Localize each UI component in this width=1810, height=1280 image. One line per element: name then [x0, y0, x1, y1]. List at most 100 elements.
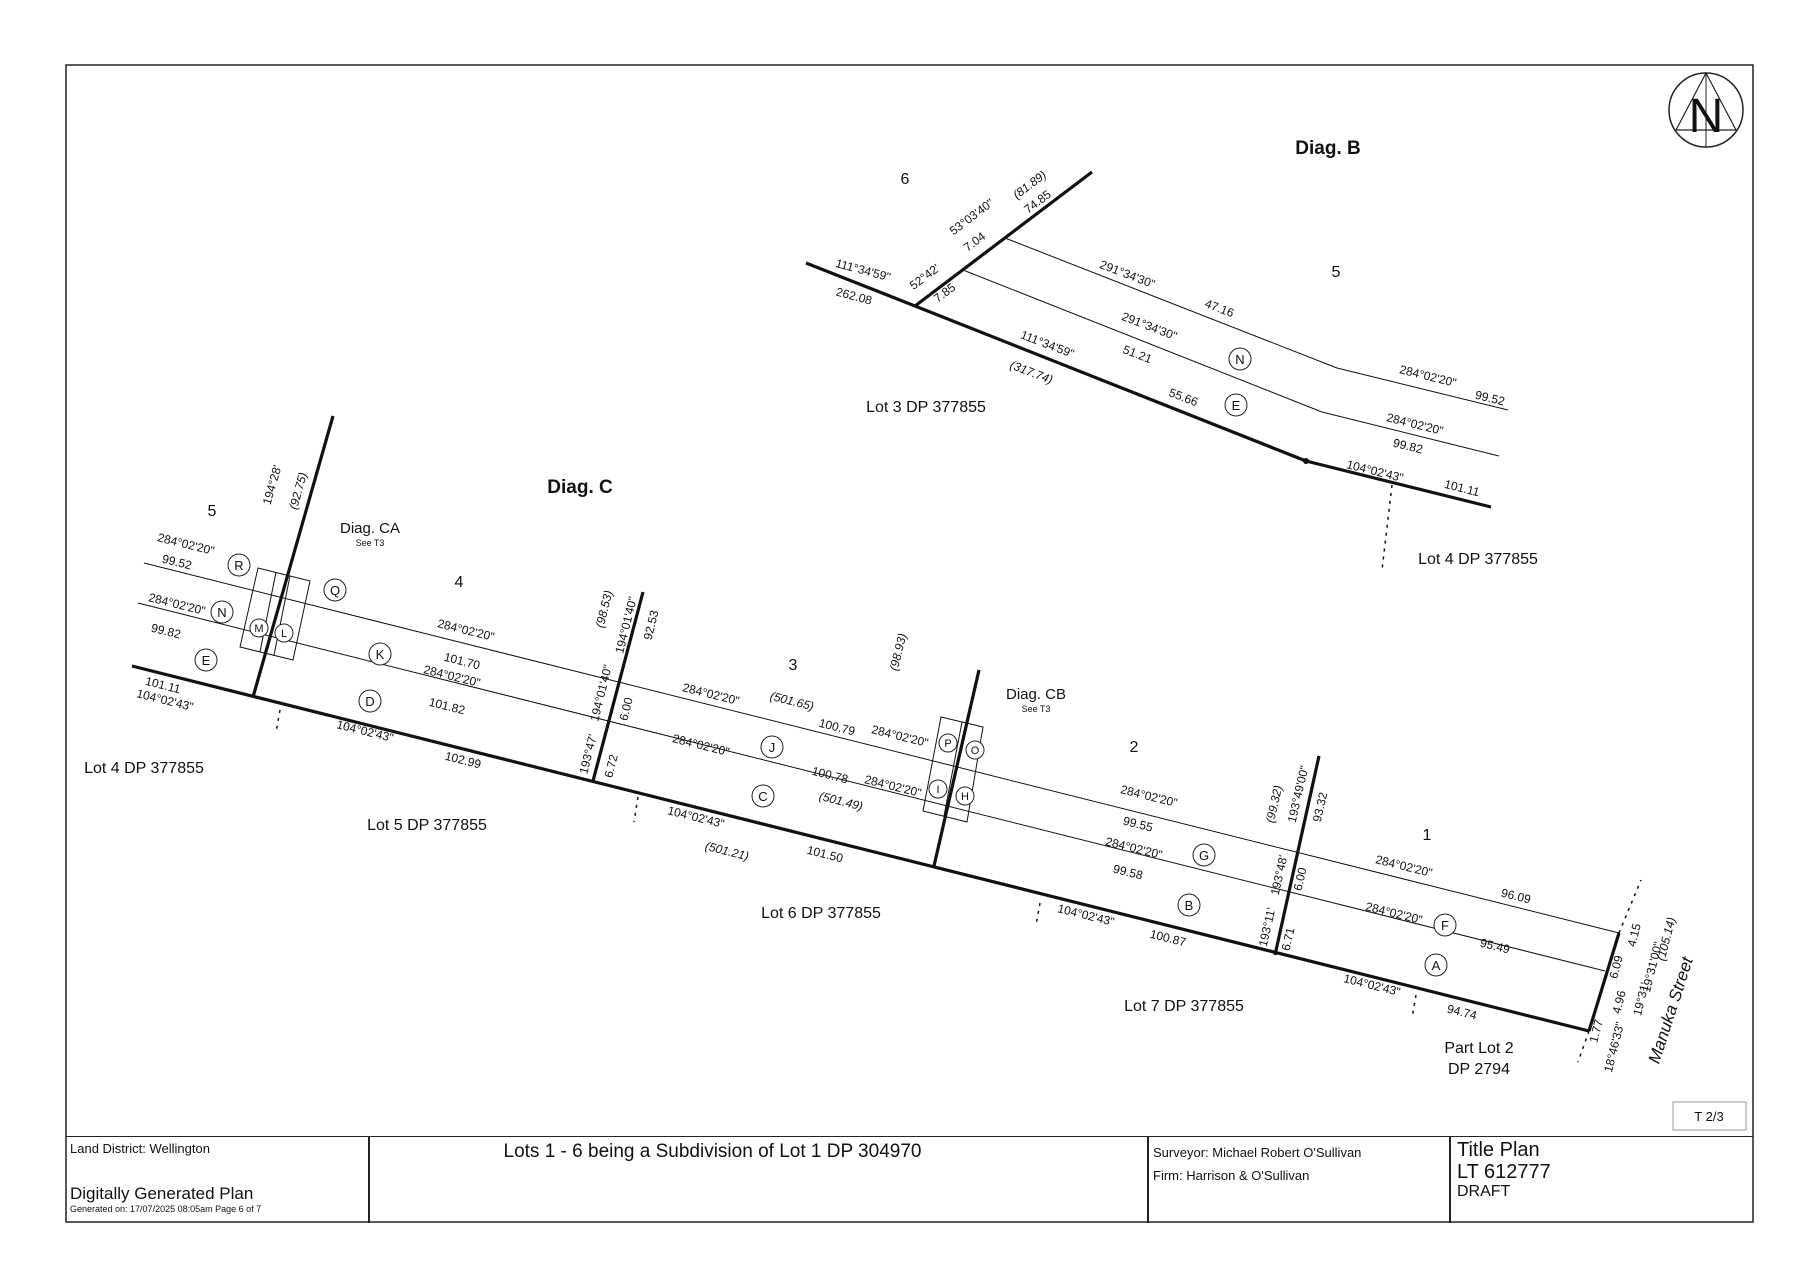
easement-marker-n: N	[210, 600, 234, 624]
svg-text:E: E	[202, 653, 211, 668]
diag-c-title: Diag. C	[547, 477, 613, 498]
distance-label: 95.49	[1479, 936, 1512, 957]
plan-number-cell: Title Plan LT 612777 DRAFT	[1457, 1139, 1747, 1221]
distance-label: (105.14)	[1654, 916, 1678, 963]
svg-text:R: R	[234, 558, 243, 573]
distance-label: (317.74)	[1008, 358, 1055, 387]
distance-label: (501.65)	[769, 689, 816, 713]
parcel-label: Part Lot 2	[1444, 1040, 1513, 1057]
generated-on: Generated on: 17/07/2025 08:05am Page 6 …	[70, 1204, 262, 1214]
easement-marker-c: C	[751, 784, 775, 808]
bearing-label: 111°34'59"	[1019, 328, 1077, 361]
distance-label: 94.74	[1446, 1002, 1479, 1023]
distance-label: 93.32	[1310, 791, 1330, 824]
plan-description: Lots 1 - 6 being a Subdivision of Lot 1 …	[503, 1141, 922, 1162]
diag-cb-note: See T3	[1022, 704, 1051, 714]
parcel-label: 5	[1332, 264, 1341, 281]
plan-labels: Diag. B Diag. C Diag. CA See T3 Diag. CB…	[84, 138, 1697, 1078]
bearing-label: 284°02'20"	[863, 772, 923, 800]
easement-marker-m: M	[249, 618, 269, 638]
svg-text:T 2/3: T 2/3	[1694, 1109, 1723, 1124]
distance-label: 7.85	[931, 280, 958, 305]
bearing-label: 111°34'59"	[834, 256, 892, 284]
plan-type: Title Plan	[1457, 1139, 1540, 1161]
distance-label: 99.55	[1122, 814, 1155, 835]
diag-ca-note: See T3	[356, 538, 385, 548]
title-block: Land District: Wellington Digitally Gene…	[66, 1136, 1753, 1223]
svg-text:O: O	[971, 745, 980, 757]
parcel-label: Lot 7 DP 377855	[1124, 998, 1244, 1015]
bearing-label: 104°02'43"	[335, 717, 395, 745]
distance-label: 6.71	[1279, 926, 1298, 952]
distance-label: 99.58	[1112, 862, 1145, 883]
svg-text:P: P	[944, 738, 951, 750]
bearing-label: 193°48'	[1268, 854, 1291, 897]
sheet-border	[65, 64, 1754, 1223]
svg-text:F: F	[1441, 918, 1449, 933]
parcel-label: 2	[1130, 739, 1139, 756]
distance-label: 101.50	[805, 843, 844, 866]
easement-marker-o: O	[965, 740, 985, 760]
svg-text:E: E	[1232, 398, 1241, 413]
bearing-label: 291°34'30"	[1120, 309, 1179, 343]
bearing-label: 19°31'	[1630, 981, 1652, 1017]
easement-marker-n: N	[1228, 347, 1252, 371]
easement-marker-e: E	[194, 648, 218, 672]
svg-text:K: K	[376, 647, 385, 662]
diag-cb-title: Diag. CB	[1006, 686, 1066, 703]
bearing-label: 284°02'20"	[1119, 782, 1179, 810]
svg-text:B: B	[1185, 898, 1194, 913]
bearing-label: 284°02'20"	[436, 616, 496, 644]
bearing-label: 284°02'20"	[147, 590, 207, 618]
easement-marker-k: K	[368, 642, 392, 666]
distance-label: 4.96	[1610, 989, 1629, 1015]
parcel-label: Lot 5 DP 377855	[367, 817, 487, 834]
parcel-label: 1	[1423, 827, 1432, 844]
svg-text:Q: Q	[330, 583, 340, 598]
distance-label: (99.32)	[1263, 784, 1285, 824]
surveyor-cell: Surveyor: Michael Robert O'Sullivan Firm…	[1153, 1145, 1445, 1223]
bearing-label: 284°02'20"	[1374, 852, 1434, 880]
svg-text:N: N	[217, 605, 226, 620]
distance-label: 100.79	[817, 716, 856, 739]
svg-text:G: G	[1199, 848, 1209, 863]
bearing-label: 284°02'20"	[1104, 834, 1164, 862]
parcel-label: Lot 4 DP 377855	[1418, 551, 1538, 568]
parcel-label: 3	[789, 657, 798, 674]
svg-text:L: L	[281, 628, 287, 640]
distance-label: (98.93)	[887, 632, 910, 672]
bearing-label: 284°02'20"	[1385, 410, 1445, 438]
parcel-label: 4	[455, 574, 464, 591]
sheet-label: T 2/3	[1672, 1101, 1747, 1131]
easement-marker-l: L	[274, 623, 294, 643]
bearing-label: 284°02'20"	[1364, 899, 1424, 927]
bearing-label: 18°46'33"	[1601, 1020, 1627, 1073]
svg-text:H: H	[961, 791, 969, 803]
parcel-label: Lot 3 DP 377855	[866, 399, 986, 416]
distance-label: (501.49)	[818, 789, 865, 813]
distance-label: 55.66	[1167, 385, 1200, 409]
distance-label: 96.09	[1500, 886, 1533, 907]
easement-markers: N E R Q N M L E K D J C P O I H G B F A	[194, 347, 1457, 977]
parcel-label: 5	[208, 503, 217, 520]
easement-marker-f: F	[1433, 913, 1457, 937]
bearing-label: 284°02'20"	[870, 722, 930, 750]
distance-label: 47.16	[1203, 296, 1236, 320]
svg-text:I: I	[936, 784, 939, 796]
firm-name: Firm: Harrison & O'Sullivan	[1153, 1168, 1310, 1183]
bearing-label: 284°02'20"	[1398, 362, 1458, 390]
svg-text:J: J	[769, 740, 776, 755]
svg-text:C: C	[758, 789, 767, 804]
plan-status: DRAFT	[1457, 1183, 1511, 1200]
easement-marker-d: D	[358, 689, 382, 713]
distance-label: 101.82	[427, 695, 466, 718]
easement-marker-e: E	[1224, 393, 1248, 417]
diag-ca-title: Diag. CA	[340, 520, 400, 537]
diag-b-title: Diag. B	[1295, 138, 1360, 159]
svg-text:D: D	[365, 694, 374, 709]
distance-label: (98.53)	[593, 589, 616, 629]
land-district-cell: Land District: Wellington Digitally Gene…	[70, 1141, 366, 1223]
distance-label: 4.15	[1625, 922, 1644, 948]
parcel-label: 6	[901, 171, 910, 188]
